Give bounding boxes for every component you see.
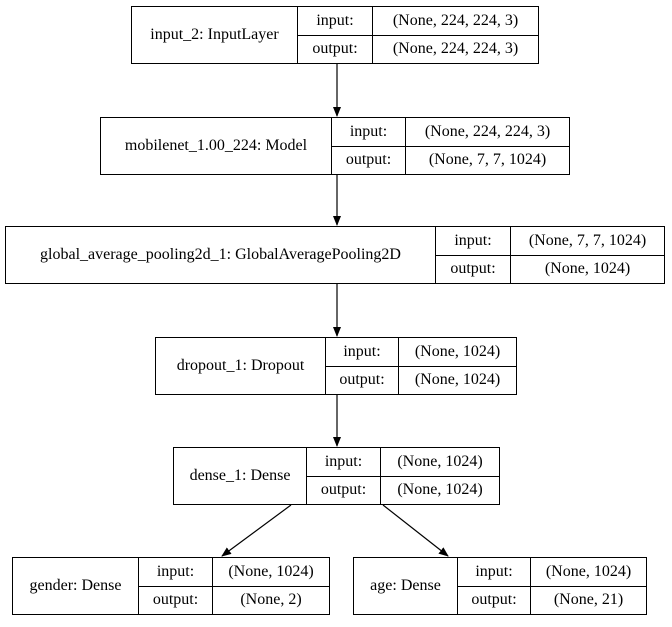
layer-name: input_2: InputLayer — [132, 7, 298, 63]
layer-node-mobilenet: mobilenet_1.00_224: Model input: (None, … — [100, 117, 570, 175]
output-label: output: — [298, 35, 373, 63]
output-label: output: — [326, 366, 399, 394]
io-section: input: (None, 7, 7, 1024) output: (None,… — [436, 227, 664, 283]
input-label: input: — [298, 7, 373, 35]
layer-node-dense-1: dense_1: Dense input: (None, 1024) outpu… — [173, 447, 500, 505]
output-shape: (None, 2) — [240, 591, 302, 609]
input-shape: (None, 7, 7, 1024) — [528, 231, 647, 249]
output-label: output: — [436, 255, 511, 283]
input-row: input: (None, 224, 224, 3) — [332, 118, 569, 147]
io-section: input: (None, 1024) output: (None, 21) — [458, 558, 646, 614]
input-label: input: — [139, 558, 213, 586]
input-shape: (None, 1024) — [228, 562, 314, 580]
input-label: input: — [458, 558, 531, 586]
io-section: input: (None, 1024) output: (None, 1024) — [307, 448, 499, 504]
input-row: input: (None, 1024) — [307, 448, 499, 477]
input-row: input: (None, 7, 7, 1024) — [436, 227, 664, 256]
edge-dense1-to-age — [382, 504, 449, 557]
layer-node-gender: gender: Dense input: (None, 1024) output… — [12, 557, 330, 615]
output-row: output: (None, 224, 224, 3) — [298, 35, 538, 63]
output-shape: (None, 224, 224, 3) — [392, 40, 519, 58]
input-row: input: (None, 1024) — [139, 558, 329, 587]
io-section: input: (None, 1024) output: (None, 1024) — [326, 338, 516, 394]
layer-node-input-2: input_2: InputLayer input: (None, 224, 2… — [131, 6, 539, 64]
output-label: output: — [458, 586, 531, 614]
layer-node-global-average-pooling: global_average_pooling2d_1: GlobalAverag… — [5, 226, 665, 284]
input-shape: (None, 1024) — [414, 342, 501, 360]
output-label: output: — [139, 586, 213, 614]
input-row: input: (None, 224, 224, 3) — [298, 7, 538, 36]
layer-node-dropout-1: dropout_1: Dropout input: (None, 1024) o… — [155, 337, 517, 395]
output-shape: (None, 1024) — [397, 481, 483, 499]
output-shape: (None, 1024) — [414, 371, 501, 389]
layer-name: mobilenet_1.00_224: Model — [101, 118, 332, 174]
layer-name: age: Dense — [354, 558, 458, 614]
output-row: output: (None, 1024) — [326, 366, 516, 394]
layer-name: global_average_pooling2d_1: GlobalAverag… — [6, 227, 436, 283]
input-label: input: — [332, 118, 406, 146]
input-row: input: (None, 1024) — [458, 558, 646, 587]
layer-name: dense_1: Dense — [174, 448, 307, 504]
output-shape: (None, 21) — [553, 591, 624, 609]
output-label: output: — [307, 476, 381, 504]
output-row: output: (None, 2) — [139, 586, 329, 614]
input-shape: (None, 1024) — [545, 562, 632, 580]
edge-dense1-to-gender — [221, 504, 292, 557]
io-section: input: (None, 1024) output: (None, 2) — [139, 558, 329, 614]
io-section: input: (None, 224, 224, 3) output: (None… — [332, 118, 569, 174]
output-label: output: — [332, 146, 406, 174]
output-row: output: (None, 21) — [458, 586, 646, 614]
output-row: output: (None, 7, 7, 1024) — [332, 146, 569, 174]
layer-name: dropout_1: Dropout — [156, 338, 326, 394]
input-label: input: — [436, 227, 511, 255]
output-shape: (None, 7, 7, 1024) — [428, 151, 547, 169]
layer-node-age: age: Dense input: (None, 1024) output: (… — [353, 557, 647, 615]
output-row: output: (None, 1024) — [436, 255, 664, 283]
input-shape: (None, 224, 224, 3) — [392, 11, 519, 29]
input-shape: (None, 224, 224, 3) — [424, 122, 551, 140]
output-shape: (None, 1024) — [544, 260, 631, 278]
input-row: input: (None, 1024) — [326, 338, 516, 367]
input-label: input: — [326, 338, 399, 366]
io-section: input: (None, 224, 224, 3) output: (None… — [298, 7, 538, 63]
output-row: output: (None, 1024) — [307, 476, 499, 504]
input-label: input: — [307, 448, 381, 476]
input-shape: (None, 1024) — [397, 452, 483, 470]
layer-name: gender: Dense — [13, 558, 139, 614]
